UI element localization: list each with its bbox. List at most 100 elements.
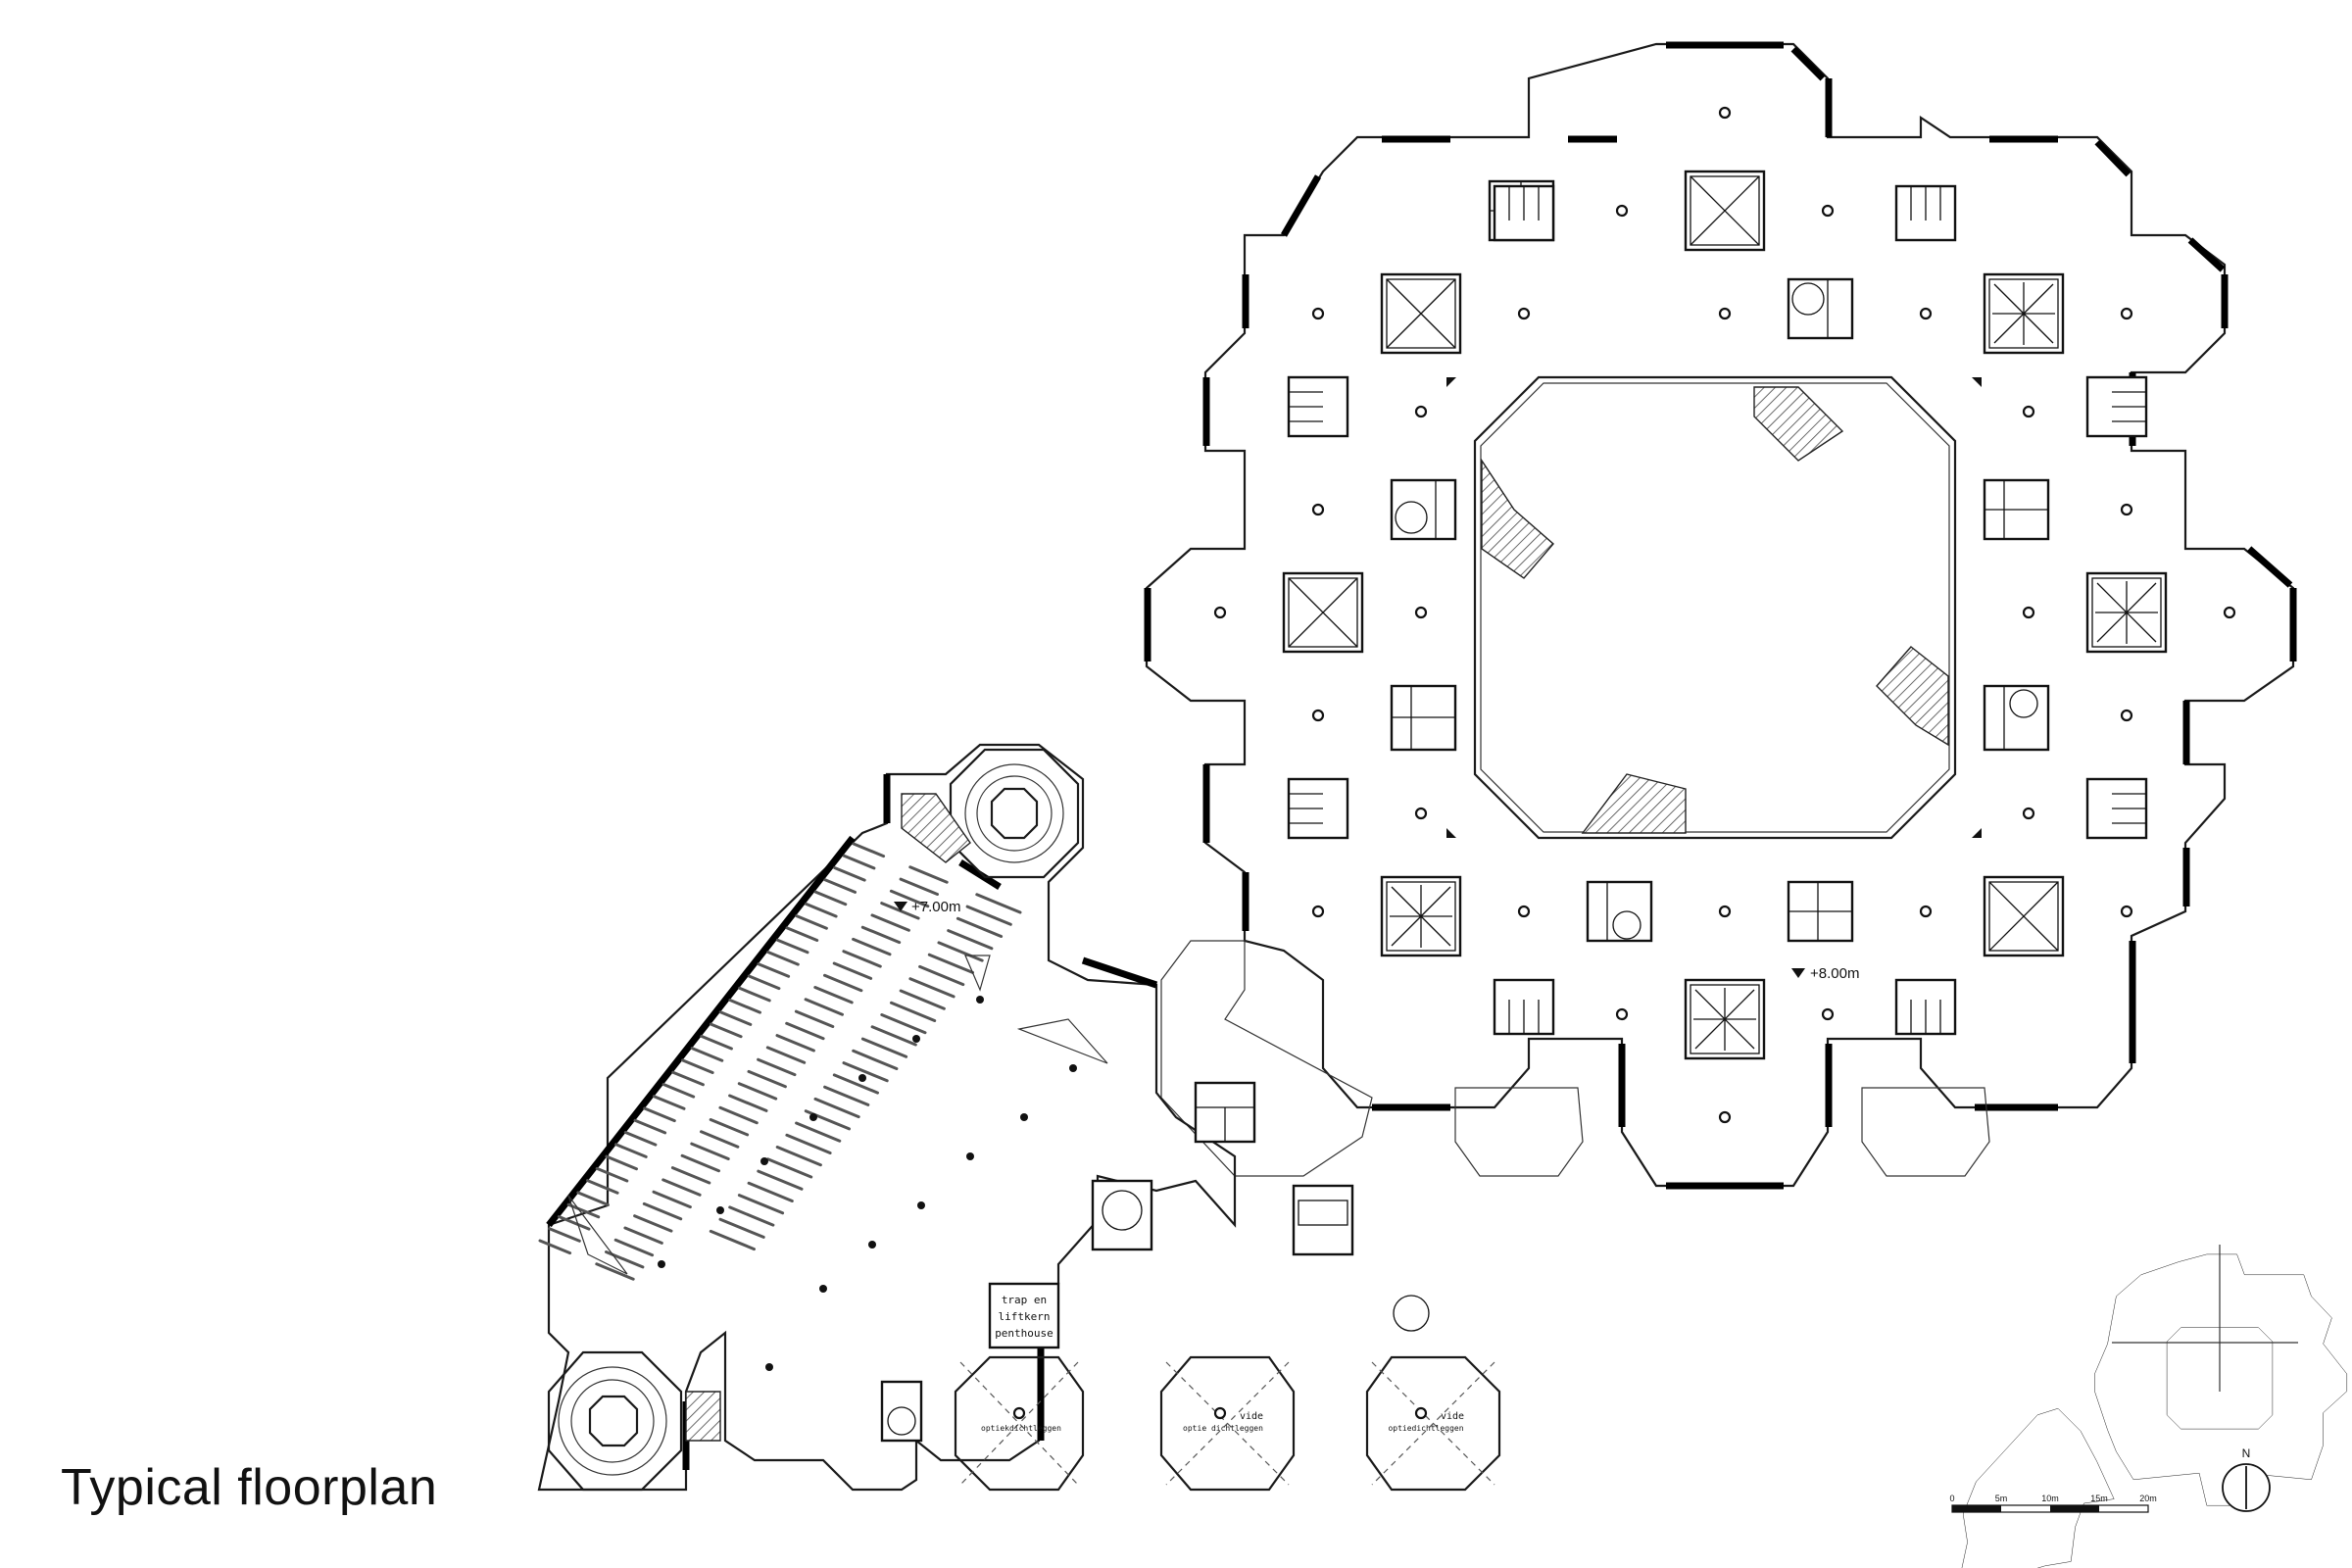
seat-row <box>860 925 902 945</box>
seat-row <box>775 938 809 955</box>
auditorium-facade <box>958 859 1002 890</box>
seat-row <box>870 913 910 932</box>
bay-label-mid-1: vide <box>1240 1411 1263 1422</box>
seat-row <box>823 878 857 894</box>
seat-row <box>652 1190 692 1209</box>
seat-row <box>586 1179 619 1195</box>
seat-row <box>680 1153 720 1173</box>
seat-row <box>728 1094 768 1112</box>
seat-row <box>757 962 791 978</box>
seat-row <box>766 951 800 966</box>
seat-row <box>795 914 828 930</box>
seat-row <box>595 1166 629 1183</box>
level-marker <box>894 902 907 911</box>
seat-row <box>833 866 866 882</box>
seat-row <box>870 1025 917 1047</box>
seat-row <box>737 1194 785 1215</box>
bay-window <box>1454 1087 1584 1177</box>
auditorium-building: trap en liftkern penthouse optiekdichtle… <box>537 743 1501 1492</box>
seat-row <box>671 1070 705 1087</box>
seat-row <box>747 1069 787 1089</box>
seat-row <box>899 989 946 1010</box>
seat-row <box>642 1201 683 1221</box>
seat-row <box>775 1146 822 1167</box>
seat-row <box>766 1157 813 1179</box>
seat-row <box>880 1013 927 1035</box>
seat-row <box>710 1022 743 1039</box>
seat-row <box>633 1214 673 1233</box>
seat-row <box>842 854 876 870</box>
seat-row <box>805 902 838 918</box>
seat-row <box>690 1142 730 1160</box>
seat-row <box>643 1106 676 1123</box>
seat-row <box>813 1097 860 1119</box>
seat-row <box>823 1085 870 1106</box>
level-label-lower: +7.00m <box>911 899 960 915</box>
seat-row <box>956 916 1004 938</box>
scale-tick-2: 10m <box>2041 1494 2059 1503</box>
courtyard-stair <box>1876 646 1949 747</box>
seat-row <box>813 986 854 1004</box>
seat-row <box>681 1058 714 1074</box>
penthouse-label-line1: trap en <box>1002 1294 1047 1306</box>
seat-row <box>852 842 886 858</box>
seat-row <box>842 1061 889 1083</box>
courtyard-inner-line <box>1480 382 1950 833</box>
seat-row <box>880 902 920 920</box>
seat-row <box>775 1034 815 1053</box>
seat-row <box>765 1046 807 1064</box>
facade-segment <box>1790 46 1826 81</box>
seat-row <box>595 1262 635 1281</box>
seat-row <box>538 1239 572 1255</box>
key-plan <box>1961 1253 2348 1568</box>
seat-row <box>747 1181 794 1202</box>
seat-row <box>700 1130 740 1149</box>
north-arrow-icon <box>2222 1463 2271 1512</box>
seat-row <box>605 1154 638 1171</box>
stair-block <box>685 1391 721 1442</box>
drawing-title: Typical floorplan <box>61 1459 438 1516</box>
seat-row <box>718 1010 753 1026</box>
penthouse-label-line3: penthouse <box>995 1327 1054 1340</box>
seat-row <box>813 890 848 906</box>
seat-row <box>662 1178 702 1197</box>
seat-row <box>927 953 974 974</box>
round-stair-tower <box>949 748 1080 879</box>
service-cores <box>1287 179 2148 1036</box>
stage-element <box>567 1195 628 1275</box>
seat-row <box>652 1095 686 1110</box>
seat-row <box>965 905 1012 926</box>
corner-marker <box>1972 828 1982 838</box>
seat-row <box>794 1009 835 1028</box>
seat-row <box>908 977 956 999</box>
lift-cores <box>1282 170 2168 1060</box>
auditorium-points <box>658 996 1077 1371</box>
seat-row <box>804 998 844 1016</box>
seat-row <box>832 1073 879 1095</box>
seat-row <box>613 1238 655 1257</box>
bay-window <box>1861 1087 1990 1177</box>
bay-label-right-1: vide <box>1441 1411 1464 1422</box>
seat-row <box>785 926 819 942</box>
seat-row <box>757 1169 804 1191</box>
facade-segment <box>2187 237 2226 272</box>
seat-row <box>662 1083 696 1099</box>
spiral-stair <box>1393 1295 1430 1332</box>
scale-tick-1: 5m <box>1995 1494 2008 1503</box>
level-marker <box>1791 968 1805 978</box>
central-courtyard <box>1473 375 1957 840</box>
seat-row <box>890 1001 937 1022</box>
stage-element <box>964 955 991 992</box>
seat-row <box>852 1049 899 1070</box>
scale-tick-4: 20m <box>2139 1494 2157 1503</box>
courtyard-stair <box>1481 458 1554 579</box>
corner-marker <box>1972 377 1982 387</box>
bay-label-left: optiekdichtleggen <box>981 1424 1061 1433</box>
seat-row <box>908 865 949 884</box>
seat-row <box>548 1227 581 1243</box>
seat-row <box>832 961 873 980</box>
seat-row <box>737 1082 778 1101</box>
seat-row <box>728 1205 775 1227</box>
courtyard-stair <box>1753 386 1844 462</box>
